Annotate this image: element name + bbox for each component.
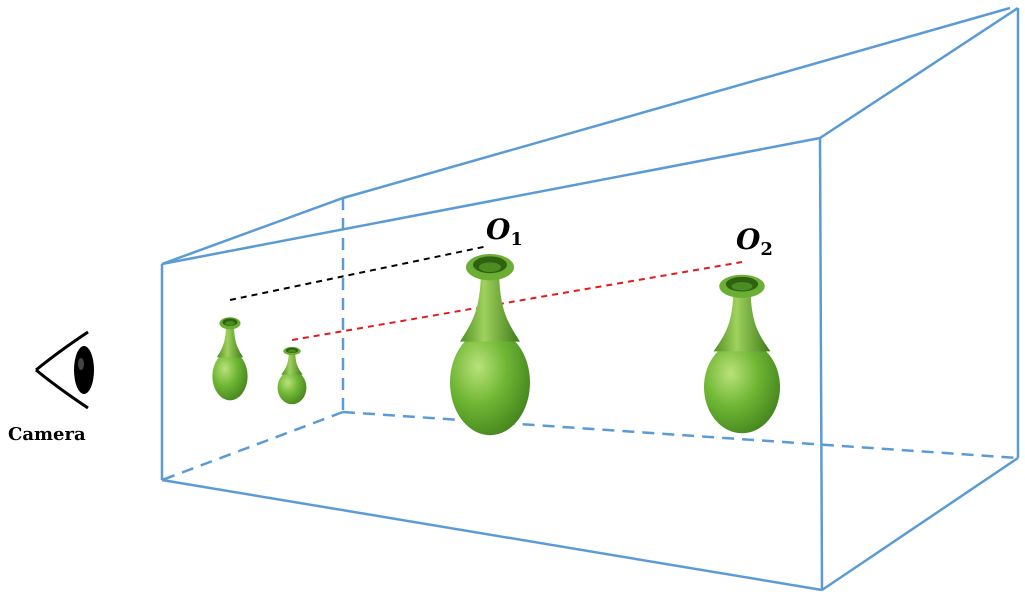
frustum-edges bbox=[160, 6, 1020, 592]
vase-o2-projection bbox=[277, 346, 307, 405]
projection-line-o1 bbox=[229, 245, 489, 301]
object-label-o2: O2 bbox=[736, 223, 773, 260]
camera-label: Camera bbox=[8, 424, 86, 445]
eye-icon bbox=[35, 330, 94, 410]
vase-o1-projection bbox=[212, 317, 248, 401]
frustum-hidden-edges bbox=[161, 198, 1019, 482]
vase-o2 bbox=[704, 274, 780, 434]
object-label-o1: O1 bbox=[486, 213, 523, 250]
vase-o1 bbox=[450, 254, 530, 436]
